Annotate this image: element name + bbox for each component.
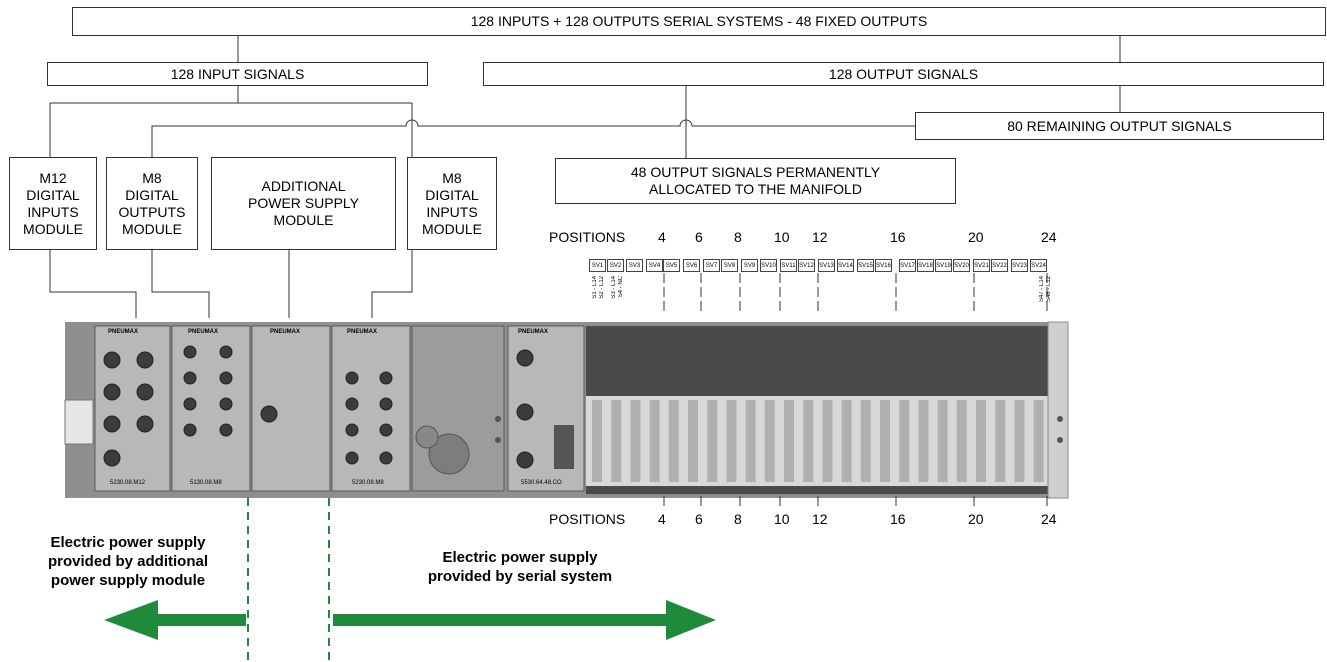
valve-body [630,400,640,482]
position-number: 10 [774,229,790,245]
position-number: 20 [968,229,984,245]
position-number: 24 [1041,229,1057,245]
signal-tag: S2 - L12 [599,276,605,299]
valve-body [669,400,679,482]
solenoid-label: SV14 [837,259,854,272]
signal-tag: S4 - NC [618,276,624,297]
system-title-box: 128 INPUTS + 128 OUTPUTS SERIAL SYSTEMS … [72,7,1326,36]
positions-label-top: POSITIONS [549,229,625,245]
valve-body [707,400,717,482]
valve-body [765,400,775,482]
brand-logo: PNEUMAX [518,329,548,335]
solenoid-label: SV4 [646,259,663,272]
solenoid-label: SV5 [663,259,680,272]
position-number: 20 [968,511,984,527]
module-m12-inputs: M12 DIGITAL INPUTS MODULE [9,157,97,250]
solenoid-label: SV20 [953,259,970,272]
module-m8-inputs: M8 DIGITAL INPUTS MODULE [407,157,497,250]
position-number: 12 [812,229,828,245]
valve-body [861,400,871,482]
module-code: 5230.08.M12 [110,480,145,486]
position-number: 16 [890,229,906,245]
fixed-output-box: 48 OUTPUT SIGNALS PERMANENTLY ALLOCATED … [555,158,956,204]
solenoid-label: SV16 [875,259,892,272]
solenoid-label: SV21 [973,259,990,272]
valve-body [976,400,986,482]
right-power-caption: Electric power supply provided by serial… [380,548,660,586]
solenoid-label: SV10 [760,259,777,272]
solenoid-label: SV1 [589,259,606,272]
valve-body [746,400,756,482]
valve-body [650,400,660,482]
position-number: 4 [658,229,666,245]
brand-logo: PNEUMAX [108,329,138,335]
solenoid-label: SV12 [798,259,815,272]
valve-body [611,400,621,482]
module-power-supply: ADDITIONAL POWER SUPPLY MODULE [211,157,396,250]
signal-tag: S3 - L14 [611,276,617,299]
valve-body [726,400,736,482]
position-number: 4 [658,511,666,527]
position-number: 24 [1041,511,1057,527]
solenoid-label: SV23 [1011,259,1028,272]
signal-tag: S48 - L12 [1046,276,1052,302]
valve-body [957,400,967,482]
position-number: 8 [734,511,742,527]
valve-body [918,400,928,482]
left-power-caption: Electric power supply provided by additi… [12,533,244,590]
solenoid-label: SV13 [818,259,835,272]
position-number: 6 [695,229,703,245]
brand-logo: PNEUMAX [270,329,300,335]
module-m8-outputs: M8 DIGITAL OUTPUTS MODULE [106,157,198,250]
solenoid-label: SV24 [1030,259,1047,272]
solenoid-label: SV11 [780,259,797,272]
valve-body [822,400,832,482]
valve-body [995,400,1005,482]
position-number: 12 [812,511,828,527]
valve-body [842,400,852,482]
valve-body [899,400,909,482]
solenoid-label: SV18 [917,259,934,272]
solenoid-label: SV17 [899,259,916,272]
solenoid-label: SV15 [857,259,874,272]
positions-label-bottom: POSITIONS [549,511,625,527]
position-number: 16 [890,511,906,527]
module-code: 5130.08.M8 [190,480,222,486]
position-number: 10 [774,511,790,527]
valve-body [880,400,890,482]
output-signals-box: 128 OUTPUT SIGNALS [483,62,1324,86]
input-signals-box: 128 INPUT SIGNALS [47,62,428,86]
module-code: 5530.64.48.CO [521,480,562,486]
valve-body [688,400,698,482]
solenoid-label: SV19 [935,259,952,272]
solenoid-label: SV3 [626,259,643,272]
signal-tag: S47 - L14 [1039,276,1045,302]
valve-body [1014,400,1024,482]
position-number: 8 [734,229,742,245]
signal-tag: S1 - L14 [592,276,598,299]
solenoid-label: SV6 [683,259,700,272]
solenoid-label: SV9 [741,259,758,272]
valve-body [1034,400,1044,482]
module-code: 5230.08.M8 [352,480,384,486]
position-number: 6 [695,511,703,527]
brand-logo: PNEUMAX [188,329,218,335]
brand-logo: PNEUMAX [347,329,377,335]
valve-body [803,400,813,482]
valve-body [784,400,794,482]
solenoid-label: SV8 [721,259,738,272]
solenoid-label: SV22 [991,259,1008,272]
valve-body [592,400,602,482]
solenoid-label: SV7 [703,259,720,272]
remaining-output-box: 80 REMAINING OUTPUT SIGNALS [915,112,1324,140]
valve-body [938,400,948,482]
solenoid-label: SV2 [607,259,624,272]
